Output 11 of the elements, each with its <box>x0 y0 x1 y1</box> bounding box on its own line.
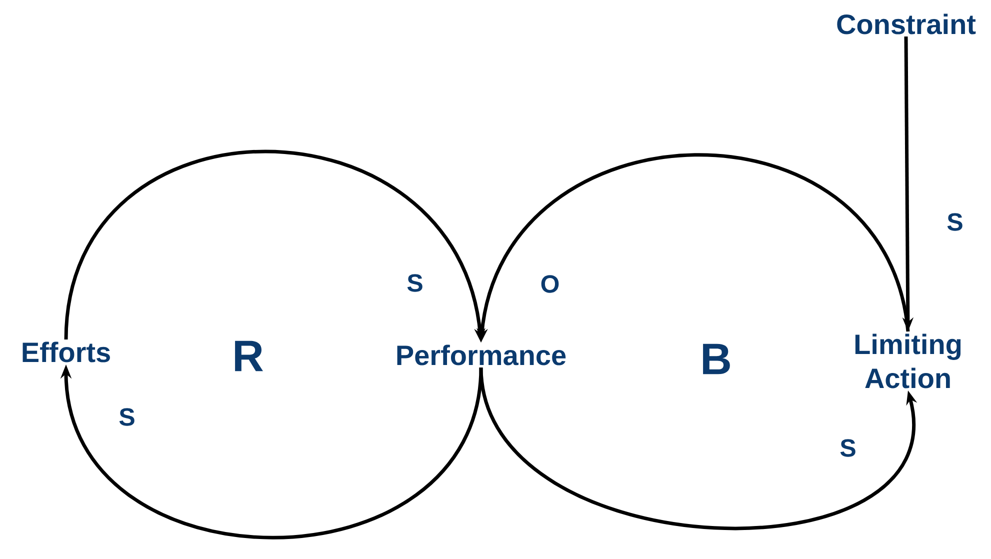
variable-label: Limiting Action <box>855 334 961 388</box>
polarity-label: S <box>119 408 134 426</box>
polarity-label: S <box>947 213 962 231</box>
loop-label: R <box>235 340 263 372</box>
polarity-label: O <box>541 275 559 293</box>
variable-label: Constraint <box>837 14 976 34</box>
polarity-label: S <box>840 439 856 457</box>
variable-label: Performance <box>397 344 566 366</box>
loop-label: B <box>703 344 730 374</box>
variable-label: Efforts <box>22 342 110 362</box>
polarity-label: S <box>407 274 422 292</box>
